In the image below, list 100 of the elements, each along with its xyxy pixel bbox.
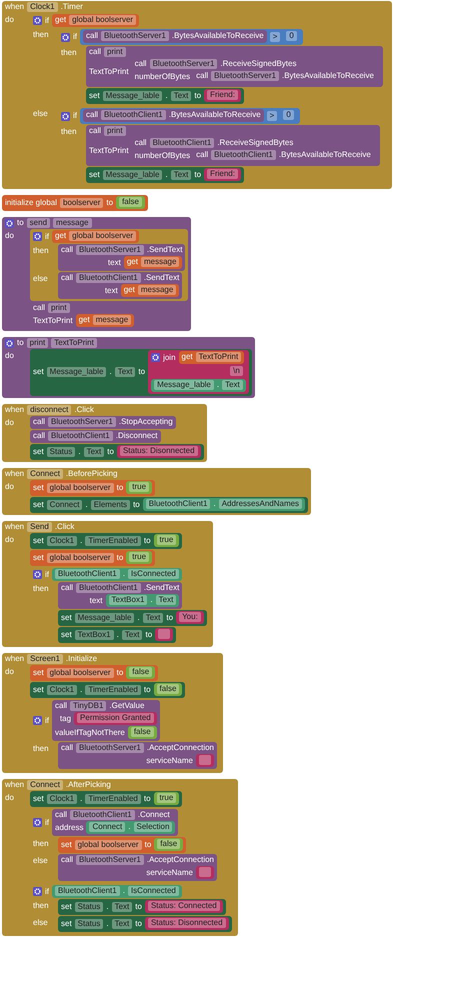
block-label: to (107, 446, 114, 456)
block-label: call (33, 303, 46, 313)
dropdown-field: Message_lable (102, 90, 162, 100)
dropdown-field: true (129, 482, 150, 492)
block-label: . (122, 569, 125, 579)
block-label: call (33, 431, 46, 441)
block-label: set (33, 500, 44, 510)
dropdown-field: BluetoothClient1 (146, 499, 210, 509)
dropdown-field: Send (27, 522, 52, 532)
block-label: to (145, 630, 152, 640)
block-label: do (5, 230, 15, 241)
block-label: set (61, 902, 72, 912)
dropdown-field: global boolserver (69, 15, 136, 25)
text-block (204, 89, 241, 102)
number-field: 0 (283, 110, 294, 120)
string-field: Friend: (207, 169, 238, 179)
property-getter-block (142, 498, 306, 511)
block-label: numberOfBytes (134, 72, 190, 82)
block-label: .BytesAvailableToReceive (278, 150, 371, 160)
block-label: to (144, 794, 151, 804)
dropdown-field: Text (122, 630, 142, 640)
block-label: . (150, 595, 153, 605)
boolean-block (126, 551, 152, 564)
dropdown-field: false (156, 684, 180, 694)
block-label: .Connect (138, 810, 170, 820)
block-label: .ReceiveSignedBytes (220, 59, 296, 69)
dropdown-field: print (104, 126, 126, 136)
block-label: . (116, 630, 119, 640)
dropdown-field: global boolserver (46, 552, 114, 562)
string-field: Permission Granted (77, 713, 154, 723)
dropdown-field: Text (84, 446, 104, 456)
method-call-block (58, 854, 217, 881)
block-label: get (126, 257, 138, 267)
block-label: .Disconnect (116, 431, 158, 441)
procedure-block (2, 337, 255, 398)
dropdown-field: false (130, 727, 154, 737)
dropdown-field: BluetoothClient1 (211, 150, 276, 160)
dropdown-field: message (53, 218, 92, 228)
block-label: .Initialize (66, 654, 98, 664)
method-call-block (52, 700, 160, 741)
event-handler-block (2, 653, 223, 773)
property-setter-block (58, 627, 176, 643)
block-label: then (33, 29, 50, 40)
property-setter-block (58, 899, 226, 915)
compare-block (80, 108, 300, 124)
text-block (176, 611, 204, 624)
text-block (144, 917, 229, 930)
variable-getter-block (124, 256, 182, 269)
block-label: set (89, 90, 100, 100)
block-label: to (17, 218, 24, 228)
block-label: . (106, 902, 109, 912)
property-setter-block (30, 682, 186, 698)
dropdown-field: Clock1 (46, 794, 78, 804)
dropdown-field: TimerEnabled (85, 536, 141, 546)
block-label: .BytesAvailableToReceive (172, 31, 264, 41)
block-label: set (33, 684, 44, 694)
block-label: to (144, 684, 151, 694)
block-label: .SendText (144, 583, 180, 593)
string-field: Status: Connected (148, 901, 220, 911)
variable-getter-block (52, 14, 140, 27)
block-label: then (33, 245, 50, 256)
method-call-block (52, 809, 178, 836)
boolean-block (154, 792, 180, 805)
block-label: do (5, 417, 15, 428)
dropdown-field: Screen1 (27, 654, 63, 664)
variable-getter-block (178, 351, 244, 364)
method-call-block (30, 430, 161, 443)
event-handler-block (2, 468, 312, 515)
property-setter-block (30, 533, 182, 549)
block-label: set (33, 536, 44, 546)
block-label: TextToPrint (33, 316, 73, 326)
property-getter-block (52, 568, 182, 581)
dropdown-field: Message_lable (46, 367, 106, 377)
block-label: text (108, 258, 121, 268)
boolean-block (128, 726, 157, 739)
method-call-block (58, 244, 186, 271)
string-field: Status: Disonnected (120, 446, 198, 456)
dropdown-field: TinyDB1 (70, 701, 106, 711)
block-label: call (61, 855, 74, 865)
block-label: to (116, 482, 124, 492)
dropdown-field: BluetoothClient1 (70, 810, 135, 820)
text-block (196, 754, 214, 767)
block-label: text (90, 596, 102, 606)
block-label: to (135, 902, 142, 912)
dropdown-field: Text (112, 902, 132, 912)
if-else-block (30, 884, 235, 934)
block-label: if (45, 716, 49, 726)
block-label: if (45, 886, 49, 896)
block-label: set (33, 367, 44, 377)
method-call-block (58, 742, 217, 769)
block-label: address (55, 822, 84, 832)
block-label: then (33, 838, 50, 849)
property-setter-block (86, 88, 244, 104)
boolean-block (126, 481, 152, 494)
dropdown-field: BluetoothClient1 (76, 273, 141, 283)
block-label: get (124, 285, 135, 295)
block-label: text (104, 286, 118, 296)
dropdown-field: > (270, 32, 280, 42)
dropdown-field: Connect (27, 780, 63, 790)
dropdown-field: Text (142, 612, 164, 622)
